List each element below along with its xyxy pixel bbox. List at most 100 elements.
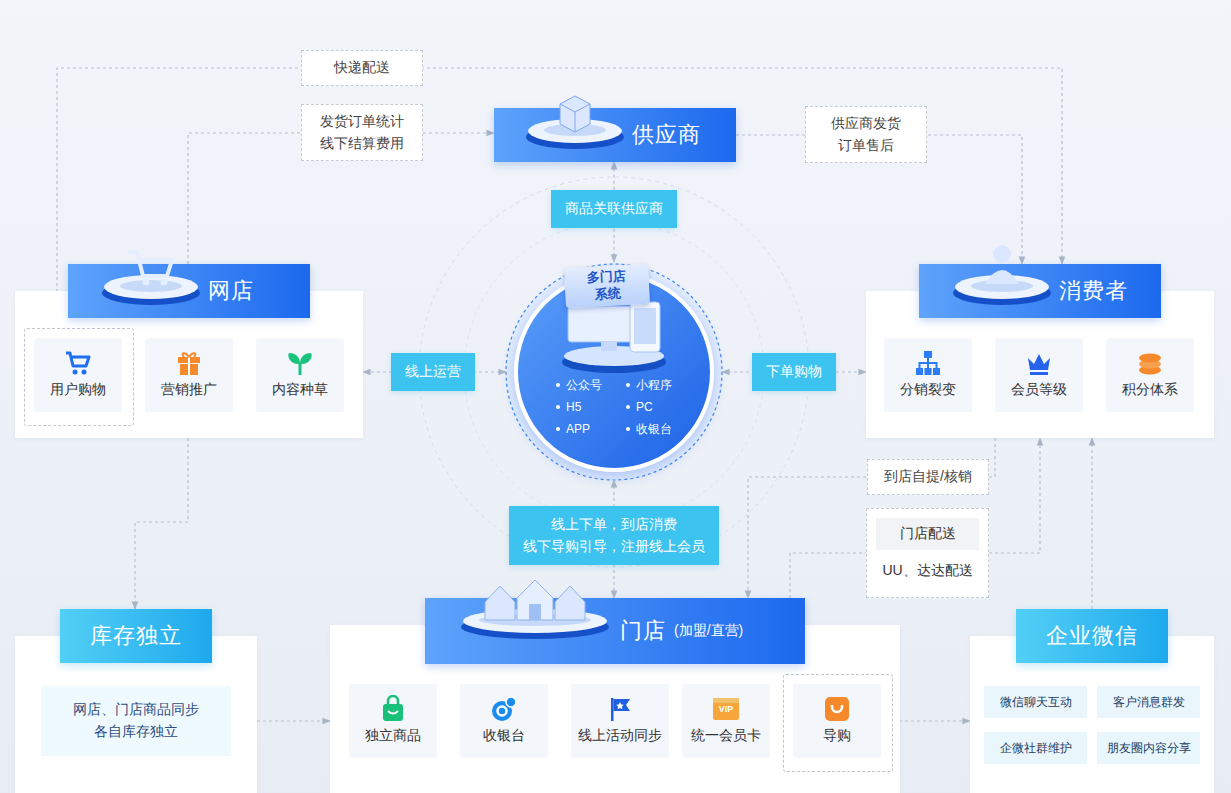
channel-item: 小程序 [626,374,696,396]
node-text: H5 [556,396,626,418]
hub-ring [506,264,722,480]
text-line: 营销推广 [161,381,217,399]
flow-connector [893,720,970,721]
text-line: 下单购物 [766,361,822,383]
panel-header: 门店 (加盟/直营) [425,598,805,664]
node-text: 线上活动同步 [571,727,669,745]
edge-label: 发货订单统计 线下结算费用 [301,104,423,161]
feature-box: 用户购物 [34,338,122,412]
delivery-option: 门店配送 [876,518,979,550]
bullet-dot [626,427,630,431]
icon-shape [383,704,403,721]
feature-box: 分销裂变 [884,338,972,412]
icon-shape [517,580,553,620]
text-line: 会员等级 [1011,381,1067,399]
panel-header: 网店 [68,264,310,318]
node-text: 门店配送 [900,525,956,543]
feature-icon [914,349,942,377]
node-text: 多门店 系统 [587,268,628,304]
text-line: 供应商发货 [831,113,901,135]
icon-shape [300,353,312,364]
node-text: 营销推广 [145,381,233,399]
node-text: 独立商品 [349,727,437,745]
card-label: VIP [682,704,770,714]
text-line: 独立商品 [365,727,421,745]
node-text: UU、达达配送 [882,562,972,580]
text-line: 线下结算费用 [320,133,404,155]
inventory-panel: 网店、门店商品同步 各自库存独立库存独立 [15,636,257,793]
feature-icon [606,695,634,723]
text-line: 快递配送 [334,57,390,79]
text-line: 线上运营 [405,361,461,383]
store-panel: 独立商品收银台线上活动同步统一会员卡VIP导购门店(加盟/直营) [330,625,900,793]
text-line: 统一会员卡 [691,727,761,745]
node-text: 导购 [793,727,881,745]
flow-connector [748,438,995,598]
node-text: 企业微信 [1046,621,1138,651]
feature-chip: 企微社群维护 [984,732,1087,764]
node-text: 统一会员卡 [682,727,770,745]
bullet-dot [626,405,630,409]
delivery-group: 门店配送 UU、达达配送 [866,508,989,598]
icon-shape [616,702,624,709]
delivery-option: UU、达达配送 [876,555,979,587]
node-text: 公众号 [556,374,626,396]
node-text: 网店、门店商品同步 各自库存独立 [73,699,199,742]
supplier-icon [520,84,630,154]
icon-shape [916,368,923,375]
text-line: 线上下单，到店消费 [551,514,677,536]
header-icon [455,574,615,644]
header-icon [947,240,1057,310]
feature-chip: 微信聊天互动 [984,686,1087,718]
node-text: 会员等级 [995,381,1083,399]
text-line: 小程序 [636,374,672,396]
icon-shape [985,270,1019,284]
text-line: 发货订单统计 [320,111,404,133]
icon-shape [143,279,150,286]
node-text: 用户购物 [34,381,122,399]
text-line: 微信聊天互动 [1000,694,1072,711]
icon-shape [925,368,932,375]
feature-box: 营销推广 [145,338,233,412]
icon-shape [614,699,631,711]
system-placard: 多门店 系统 [564,264,650,308]
flow-connector [257,720,330,721]
panel-header: 消费者 [919,264,1161,318]
flow-connector [1091,438,1092,609]
icon-shape [634,308,656,344]
icon-shape [128,252,172,276]
text-line: UU、达达配送 [882,562,972,580]
edge-group [57,68,1092,721]
header-icon [96,240,206,310]
feature-box: 独立商品 [349,684,437,758]
channel-item: 收银台 [626,418,696,440]
node-text: 库存独立 [90,621,182,651]
feature-box: 积分体系 [1106,338,1194,412]
text-line: 积分体系 [1122,381,1178,399]
node-text: 微信聊天互动 [1000,694,1072,711]
icon-shape [388,696,398,704]
icon-shape [120,280,182,292]
channel-list: 公众号小程序H5PCAPP收银台 [556,374,696,440]
node-text: 网店 [208,276,254,306]
node-text: 收银台 [460,727,548,745]
icon-shape [1139,354,1161,363]
bullet-dot [556,405,560,409]
text-line: 公众号 [566,374,602,396]
channel-item: 公众号 [556,374,626,396]
edge-label: 线上下单，到店消费 线下导购引导，注册线上会员 [509,506,719,565]
node-text: 内容种草 [256,381,344,399]
node-text: 收银台 [626,418,696,440]
icon-shape [560,104,590,132]
icon-shape [82,370,87,375]
text-line: 分销裂变 [900,381,956,399]
icon-shape [161,279,168,286]
orbit-ring [464,222,764,522]
text-line: 客户消息群发 [1113,694,1185,711]
text-line: (加盟/直营) [674,622,743,640]
text-line: 门店 [620,616,666,646]
icon-shape [66,353,89,366]
node-text: (加盟/直营) [674,622,743,640]
